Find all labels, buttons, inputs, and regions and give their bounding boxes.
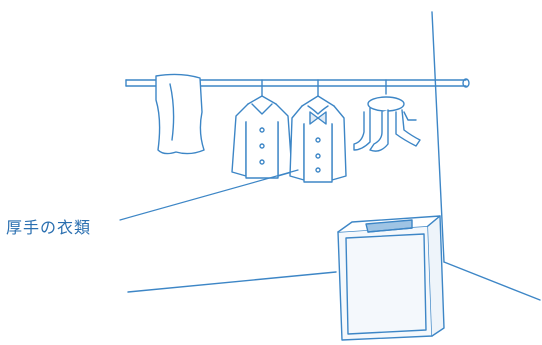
dehumidifier-icon <box>338 216 444 340</box>
callout-leader-line <box>120 170 298 220</box>
coat-with-bow-icon <box>290 80 346 182</box>
callout-label-heavy-clothing: 厚手の衣類 <box>6 214 91 238</box>
coat-icon <box>232 80 292 178</box>
towel-icon <box>156 74 204 153</box>
sock-hanger-icon <box>354 80 420 151</box>
